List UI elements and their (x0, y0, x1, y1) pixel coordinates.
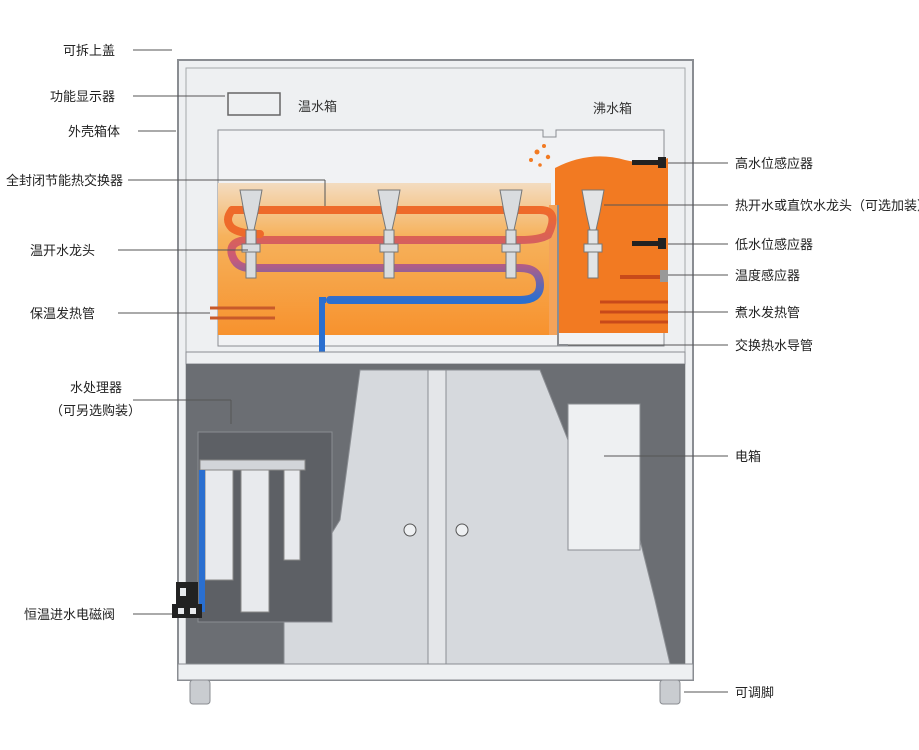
warm-tap-icon (499, 189, 523, 279)
label-warm-tap: 温开水龙头 (30, 244, 95, 259)
label-hot-tap: 热开水或直饮水龙头（可选加装） (735, 199, 919, 214)
label-heat-exchanger: 全封闭节能热交换器 (6, 173, 123, 189)
exchange-pipe-channel (549, 205, 557, 335)
splash-icon (529, 144, 551, 167)
warm-tank-label: 温水箱 (298, 99, 337, 115)
door-handle-right[interactable] (455, 523, 469, 537)
boil-tank-label: 沸水箱 (593, 101, 632, 117)
warm-heater-tube (210, 306, 275, 320)
label-low-sensor: 低水位感应器 (735, 237, 813, 253)
exchange-hot-pipe (557, 205, 568, 346)
label-water-processor: 水处理器 (70, 381, 122, 396)
warm-tap-icon (239, 189, 263, 279)
label-outer-case: 外壳箱体 (68, 124, 120, 140)
label-high-sensor: 高水位感应器 (735, 156, 813, 172)
water-filter-icon (199, 459, 306, 613)
high-level-sensor-icon (632, 157, 666, 168)
left-foot (189, 679, 211, 705)
label-solenoid-valve: 恒温进水电磁阀 (24, 608, 115, 623)
base-plate (177, 663, 694, 681)
boil-heater-tube (600, 300, 668, 324)
door-handle-left[interactable] (403, 523, 417, 537)
door-gap (427, 369, 447, 665)
function-display (227, 92, 281, 116)
hot-tap-icon (581, 189, 605, 279)
label-exchange-pipe: 交换热水导管 (735, 338, 813, 354)
right-foot (659, 679, 681, 705)
label-feet: 可调脚 (735, 685, 774, 701)
low-level-sensor-icon (632, 238, 666, 249)
label-water-processor-note: （可另选购装） (50, 403, 141, 419)
boiling-water-tank (555, 156, 668, 333)
label-temp-sensor: 温度感应器 (735, 268, 800, 284)
label-warm-heater: 保温发热管 (30, 306, 95, 322)
solenoid-valve-icon (172, 582, 202, 618)
warm-tap-icon (377, 189, 401, 279)
temperature-sensor-icon (620, 270, 668, 282)
label-top-cover: 可拆上盖 (63, 44, 115, 59)
electric-box (567, 403, 641, 551)
label-display: 功能显示器 (50, 90, 115, 105)
middle-divider (185, 351, 686, 365)
label-boil-heater: 煮水发热管 (735, 305, 800, 321)
label-electric-box: 电箱 (735, 449, 761, 465)
